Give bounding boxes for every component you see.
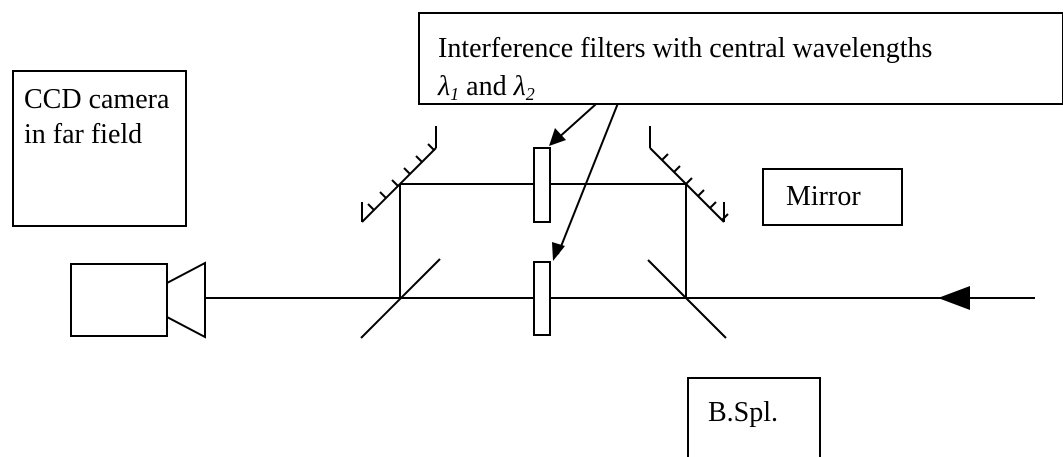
lambda-1-subscript: 1 — [450, 84, 460, 104]
filter-label-line1: Interference filters with central wavele… — [438, 33, 933, 64]
pointer-arrowhead-lower — [552, 242, 565, 261]
and-text: and — [459, 71, 514, 102]
ccd-label-box — [12, 70, 187, 227]
lambda-2-subscript: 2 — [525, 84, 535, 104]
pointer-line-lower — [557, 77, 629, 255]
mirror-label: Mirror — [786, 181, 861, 212]
left-top-mirror — [361, 126, 437, 223]
left-beam-splitter — [360, 258, 441, 339]
pointer-arrowhead-upper — [549, 128, 566, 146]
right-beam-splitter — [647, 259, 727, 339]
filter-label-line2: λ1 and λ2 — [438, 70, 535, 106]
beam-splitter-label: B.Spl. — [708, 397, 779, 428]
mirror-label-box — [762, 168, 903, 226]
filter-upper — [533, 147, 551, 223]
ccd-camera-label: CCD camera in far field — [24, 84, 170, 150]
camera-lens — [166, 261, 206, 339]
right-top-mirror — [649, 126, 729, 223]
beam-splitter-label-box — [687, 377, 821, 457]
filter-lower — [533, 261, 551, 336]
lambda-2-symbol: λ — [513, 71, 526, 102]
lambda-1-symbol: λ — [438, 71, 451, 102]
input-beam-arrowhead — [938, 286, 970, 310]
camera-body — [70, 263, 168, 337]
filter-label-box — [418, 12, 1063, 105]
